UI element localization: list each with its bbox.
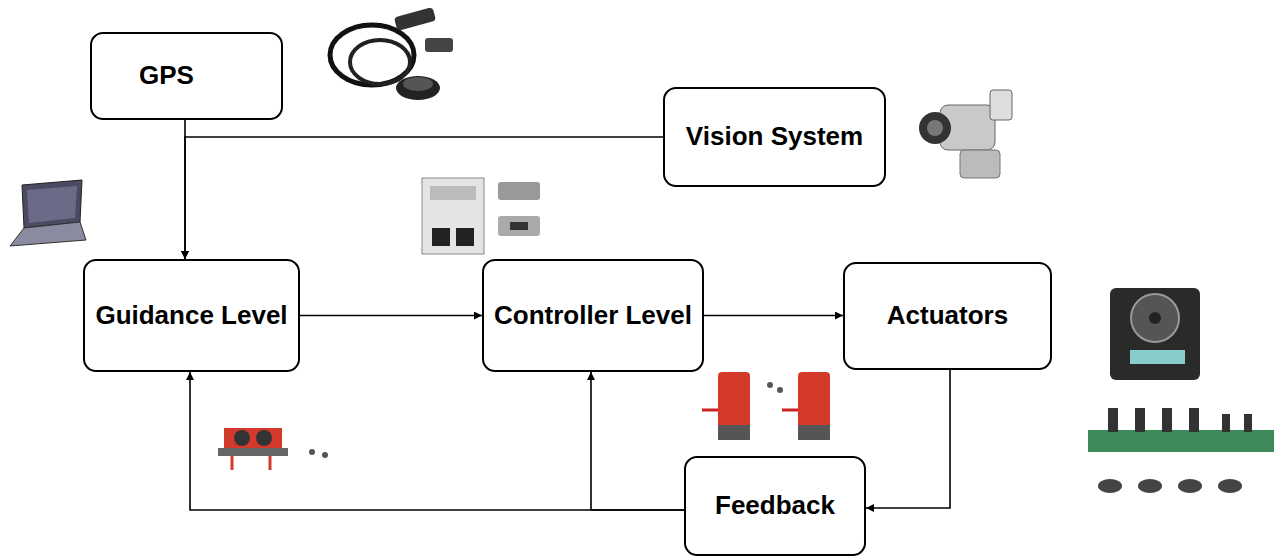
motor-controller-picture	[1110, 288, 1200, 380]
camera-picture	[919, 90, 1012, 178]
connector-arrow	[704, 315, 843, 317]
controller-picture	[422, 178, 540, 254]
process-box: Feedback	[684, 456, 866, 556]
sensor-pair-picture	[702, 372, 830, 440]
process-box: Guidance Level	[83, 259, 300, 372]
box-label: GPS	[139, 57, 194, 95]
box-label: Guidance Level	[95, 297, 287, 335]
box-label: Controller Level	[494, 297, 692, 335]
box-label: Actuators	[887, 297, 1008, 335]
process-box: Actuators	[843, 262, 1052, 370]
hardware-kit-picture	[1088, 408, 1274, 493]
connector-arrow	[185, 137, 663, 259]
box-label: Feedback	[715, 487, 835, 525]
connector-arrow	[190, 372, 684, 510]
process-box: Controller Level	[482, 259, 704, 372]
gps-antenna-picture	[330, 7, 453, 100]
connector-arrow	[591, 372, 684, 510]
process-box: GPS	[90, 32, 283, 120]
sensor-picture	[218, 428, 328, 470]
connector-arrow	[300, 315, 482, 317]
laptop-picture	[10, 180, 86, 246]
box-label: Vision System	[686, 118, 863, 156]
connector-arrow	[866, 370, 950, 508]
process-box: Vision System	[663, 87, 886, 187]
